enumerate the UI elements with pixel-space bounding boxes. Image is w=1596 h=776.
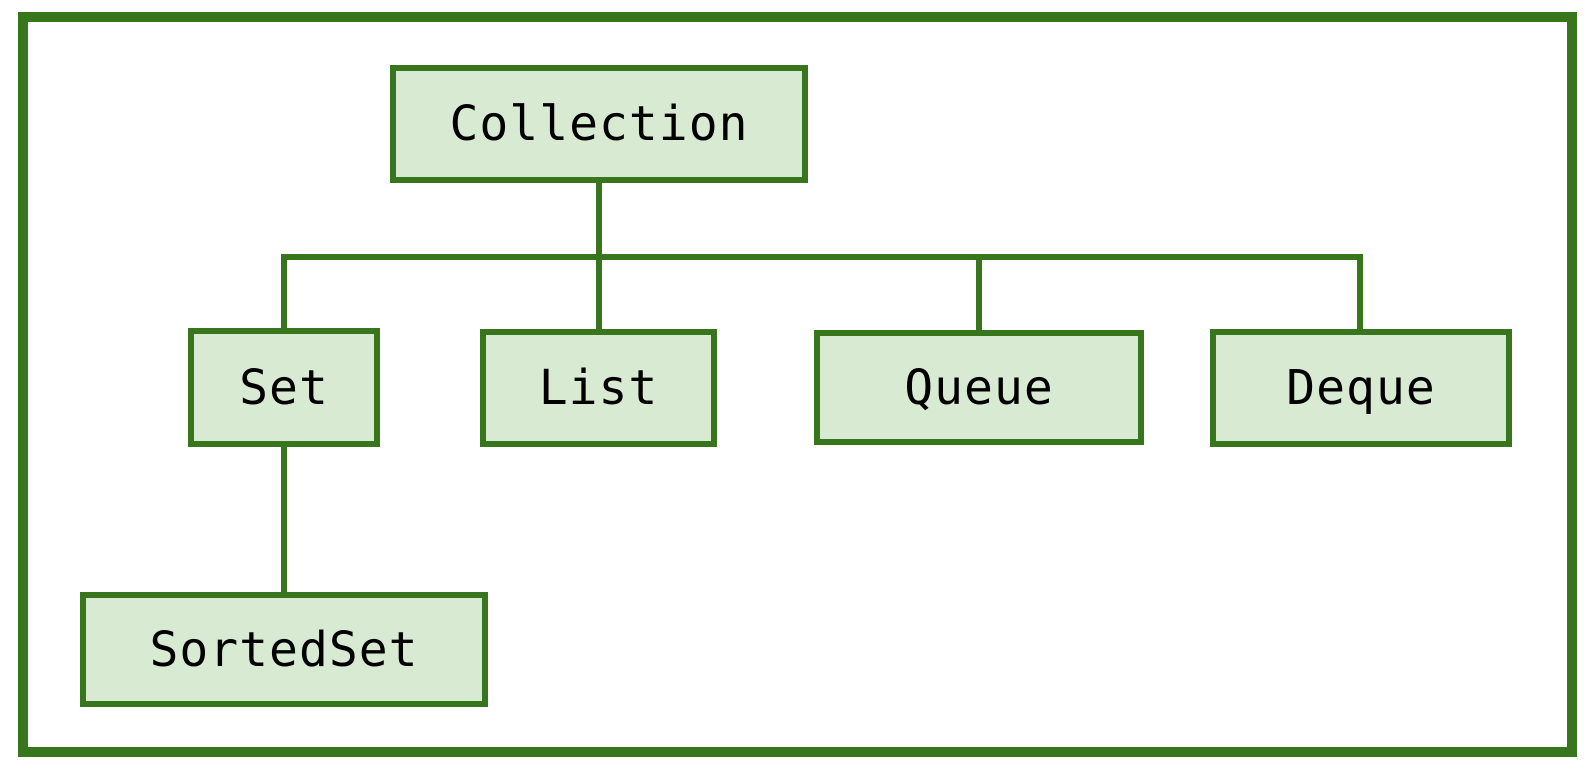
node-sortedset-label: SortedSet	[149, 621, 419, 678]
node-deque: Deque	[1210, 329, 1512, 447]
node-list-label: List	[538, 360, 659, 416]
node-set-label: Set	[239, 359, 329, 416]
edge-collection-to-queue-line	[976, 254, 982, 332]
node-queue: Queue	[814, 330, 1144, 445]
node-sortedset: SortedSet	[80, 592, 488, 707]
edge-collection-to-set-line	[281, 254, 287, 330]
diagram-outer-frame	[18, 12, 1577, 757]
node-list: List	[480, 329, 717, 447]
edge-set-to-sortedset-line	[281, 445, 287, 594]
node-set: Set	[188, 328, 380, 447]
edge-horizontal-bus-line	[281, 254, 1363, 260]
node-collection: Collection	[390, 65, 808, 183]
node-collection-label: Collection	[449, 96, 749, 152]
edge-collection-to-deque-line	[1357, 254, 1363, 331]
node-deque-label: Deque	[1286, 360, 1436, 416]
node-queue-label: Queue	[904, 359, 1054, 416]
